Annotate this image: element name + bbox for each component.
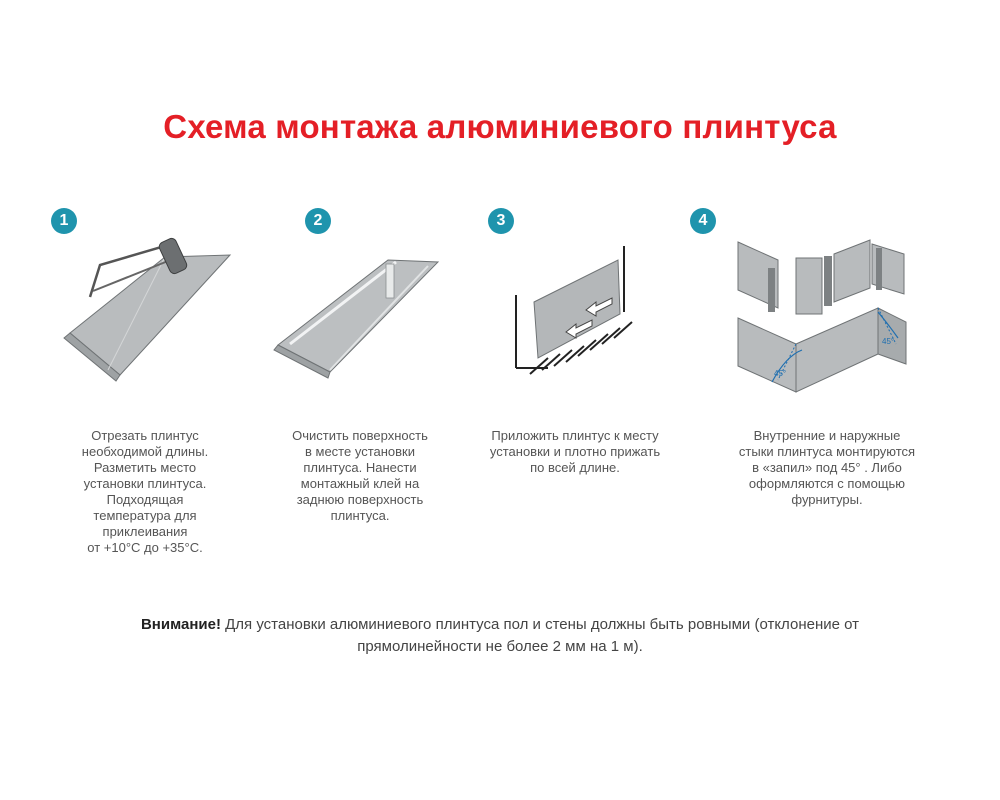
page-title: Схема монтажа алюминиевого плинтуса (163, 108, 837, 145)
step-4-caption: Внутренние и наружные стыки плинтуса мон… (712, 428, 942, 508)
caption-line: плинтуса. Нанести (303, 460, 417, 475)
caption-line: в месте установки (305, 444, 415, 459)
caption-line: Разметить место (93, 460, 197, 475)
caption-line: от +10°С до +35°С. (87, 540, 203, 555)
cleaning-plinth-surface-icon (273, 259, 440, 379)
step-2-badge: 2 (305, 208, 331, 234)
caption-line: температура для (93, 508, 197, 523)
caption-line: фурнитуры. (791, 492, 863, 507)
step-4-badge: 4 (690, 208, 716, 234)
step-1-badge: 1 (51, 208, 77, 234)
caption-line: стыки плинтуса монтируются (738, 444, 916, 459)
caption-line: плинтуса. (330, 508, 390, 523)
attention-text-1: Для установки алюминиевого плинтуса пол … (220, 616, 860, 633)
caption-line: заднюю поверхность (296, 492, 424, 507)
caption-line: монтажный клей на (300, 476, 420, 491)
caption-line: по всей длине. (530, 460, 620, 475)
caption-line: необходимой длины. (81, 444, 209, 459)
attention-text-2: прямолинейности не более 2 мм на 1 м). (357, 638, 643, 655)
caption-line: установки плинтуса. (83, 476, 207, 491)
corner-joints-45-icon: 45° 45° (737, 239, 907, 393)
hacksaw-cutting-plinth-icon (63, 237, 232, 382)
caption-line: Очистить поверхность (292, 428, 428, 443)
caption-line: установки и плотно прижать (489, 444, 661, 459)
caption-line: в «запил» под 45° . Либо (752, 460, 902, 475)
angle-label-1: 45° (774, 369, 786, 378)
caption-line: Внутренние и наружные (753, 428, 901, 443)
attention-note: Внимание! Для установки алюминиевого пли… (60, 614, 940, 658)
caption-line: Приложить плинтус к месту (491, 428, 659, 443)
caption-line: приклеивания (102, 524, 188, 539)
pressing-plinth-to-wall-icon (515, 246, 633, 375)
caption-line: Подходящая (106, 492, 184, 507)
caption-line: оформляются с помощью (748, 476, 906, 491)
caption-line: Отрезать плинтус (91, 428, 199, 443)
step-3-badge: 3 (488, 208, 514, 234)
step-2-caption: Очистить поверхность в месте установки п… (275, 428, 445, 524)
hacksaw-icon (88, 237, 188, 298)
attention-label: Внимание! (140, 616, 221, 633)
step-1-caption: Отрезать плинтус необходимой длины. Разм… (65, 428, 225, 556)
step-3-caption: Приложить плинтус к месту установки и пл… (470, 428, 680, 476)
angle-label-2: 45° (882, 337, 894, 346)
